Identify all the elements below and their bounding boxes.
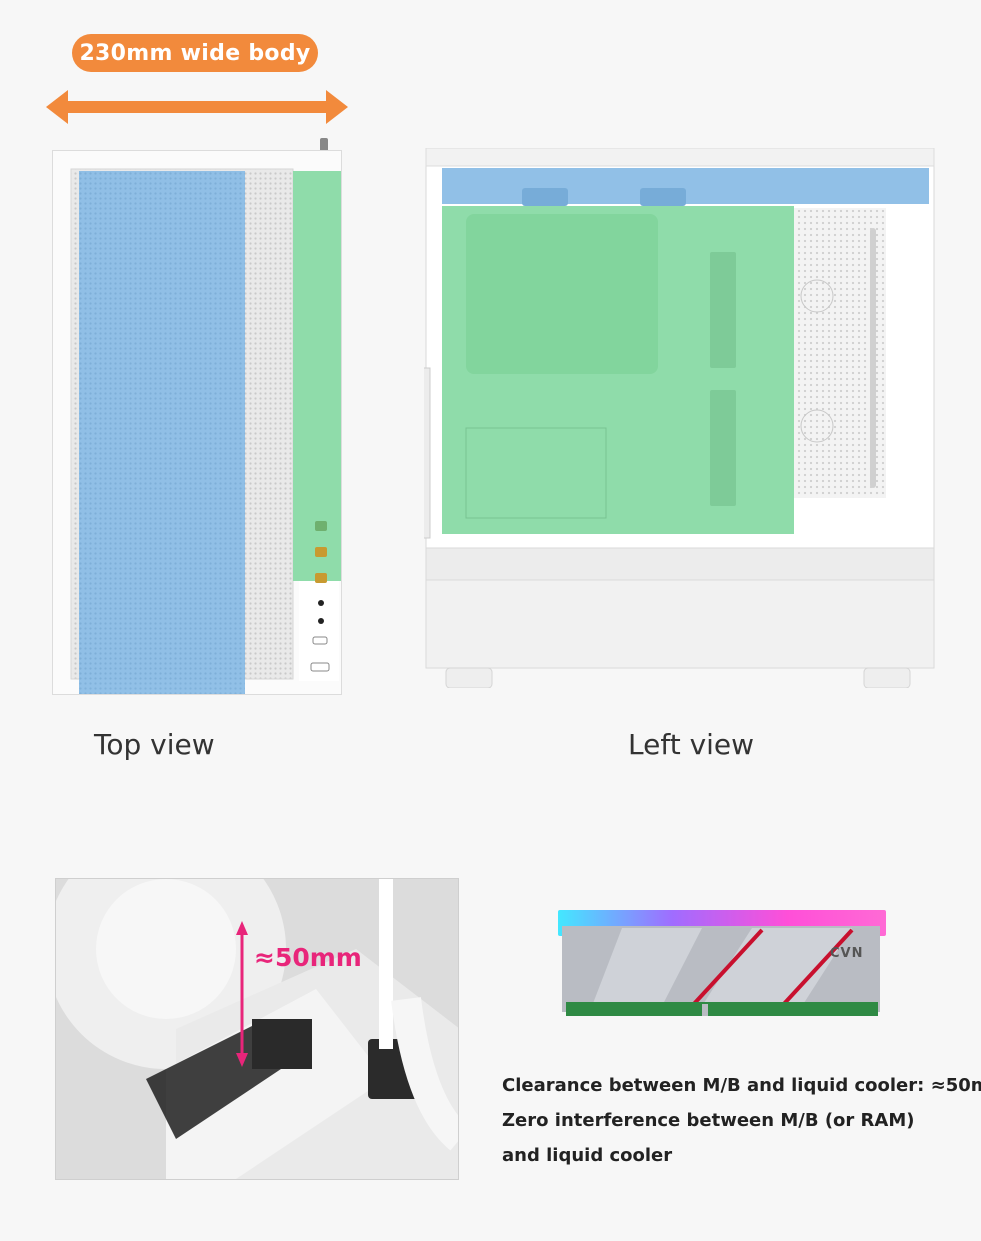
clearance-description: Clearance between M/B and liquid cooler:…: [502, 1075, 981, 1096]
left-view-illustration: [424, 148, 935, 688]
clearance-photo: ≈50mm: [55, 878, 459, 1180]
ram-stick-illustration: [558, 910, 886, 1016]
width-badge: 230mm wide body: [72, 34, 318, 72]
ram-brand-logo: CVN: [830, 946, 864, 961]
double-arrow-icon: [46, 90, 348, 124]
top-view-illustration: [70, 168, 341, 694]
interference-description: Zero interference between M/B (or RAM): [502, 1110, 915, 1131]
interference-description-cont: and liquid cooler: [502, 1145, 673, 1166]
clearance-measurement: ≈50mm: [254, 943, 362, 972]
top-view-caption: Top view: [94, 728, 215, 761]
top-view-case: [52, 150, 342, 695]
width-badge-label: 230mm wide body: [79, 40, 311, 66]
antenna-knob: [320, 138, 328, 152]
left-view-caption: Left view: [628, 728, 755, 761]
clearance-photo-illustration: [56, 879, 458, 1179]
left-view-case: [424, 148, 936, 688]
